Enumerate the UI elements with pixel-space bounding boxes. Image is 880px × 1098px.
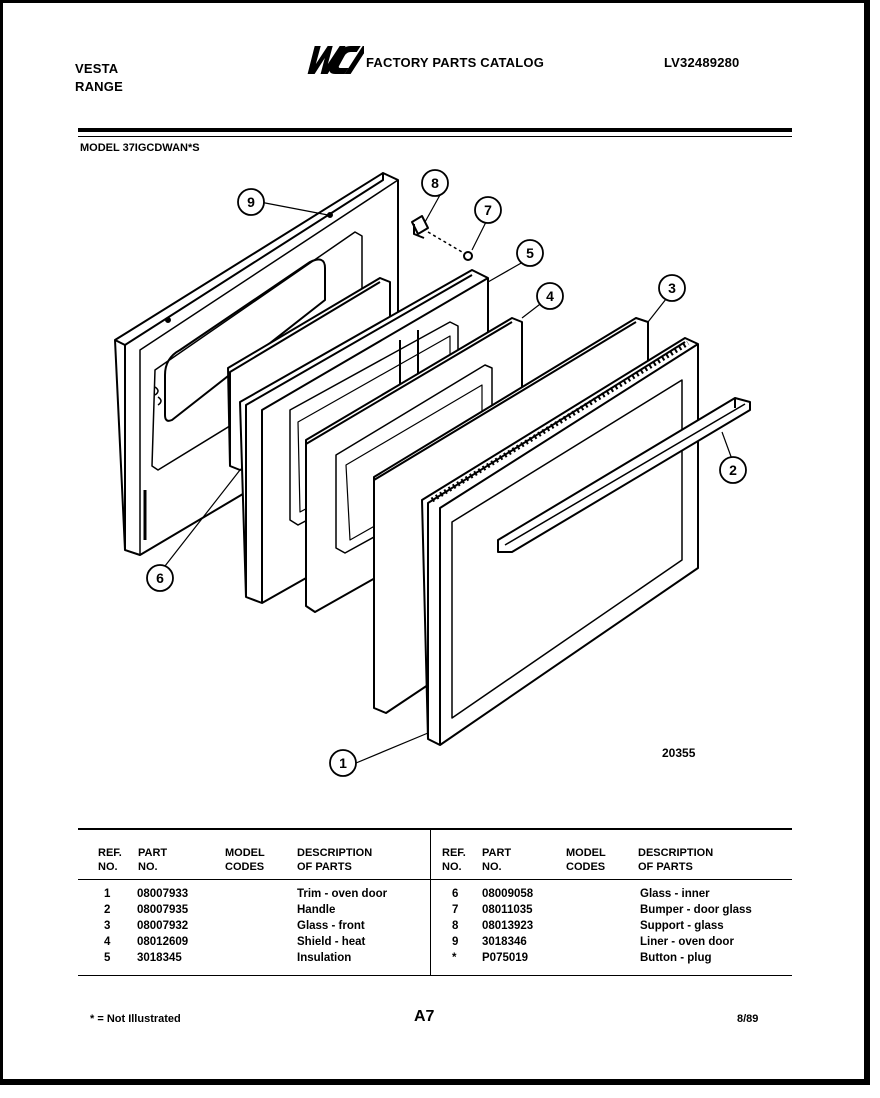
page-border-top <box>0 0 870 3</box>
callout-1: 1 <box>339 755 347 771</box>
part-cell-right: 08009058 08011035 08013923 3018346 P0750… <box>482 888 534 964</box>
callout-4: 4 <box>546 288 554 304</box>
callout-6: 6 <box>156 570 164 586</box>
table-column-divider <box>430 830 431 975</box>
callout-3: 3 <box>668 280 676 296</box>
ref-cell: 1 2 3 4 5 <box>104 888 111 964</box>
callout-1-circle <box>329 749 357 777</box>
callout-5-circle <box>516 239 544 267</box>
callout-2: 2 <box>729 462 737 478</box>
drawing-code: 20355 <box>662 746 696 760</box>
catalog-title: FACTORY PARTS CATALOG <box>366 55 545 70</box>
table-rule-bottom <box>78 975 792 976</box>
callout-9: 9 <box>247 194 255 210</box>
callout-8-circle <box>421 169 449 197</box>
page-border-left <box>0 0 3 1085</box>
part-cell: 08007933 08007935 08007932 08012609 3018… <box>137 888 189 964</box>
col-description: DESCRIPTION OF PARTS <box>297 847 373 873</box>
callout-7: 7 <box>484 202 492 218</box>
col-ref-no: REF. NO. <box>98 847 122 873</box>
callout-6-circle <box>146 564 174 592</box>
part-trim-oven-door <box>421 337 699 746</box>
part-handle <box>497 397 751 553</box>
callout-4-circle <box>536 282 564 310</box>
col-description-right: DESCRIPTION OF PARTS <box>638 847 714 873</box>
part-bumper-door-glass <box>427 231 473 261</box>
col-part-no: PART NO. <box>138 847 168 873</box>
ref-cell-right: 6 7 8 9 * <box>452 888 459 964</box>
page-number: A7 <box>414 1008 435 1025</box>
col-part-no-right: PART NO. <box>482 847 512 873</box>
wci-logo <box>307 46 364 74</box>
col-model-codes-right: MODEL CODES <box>566 847 606 873</box>
desc-cell-right: Glass - inner Bumper - door glass Suppor… <box>640 888 752 964</box>
callout-8: 8 <box>431 175 439 191</box>
not-illustrated-note: * = Not Illustrated <box>90 1013 181 1025</box>
brand-line-1: VESTA <box>75 61 119 76</box>
callout-7-circle <box>474 196 502 224</box>
brand-line-2: RANGE <box>75 79 123 94</box>
catalog-date: 8/89 <box>737 1013 759 1025</box>
part-support-glass <box>411 215 429 239</box>
header-rule-thick <box>78 128 792 132</box>
exploded-diagram: 1 2 3 4 5 8 7 9 6 <box>114 169 751 777</box>
col-model-codes: MODEL CODES <box>225 847 265 873</box>
desc-cell: Trim - oven door Handle Glass - front Sh… <box>297 888 388 964</box>
callout-9-circle <box>237 188 265 216</box>
table-rule-header <box>78 879 792 880</box>
callout-2-circle <box>719 456 747 484</box>
catalog-number: LV32489280 <box>664 55 740 70</box>
col-ref-no-right: REF. NO. <box>442 847 466 873</box>
callout-5: 5 <box>526 245 534 261</box>
model-line: MODEL 37IGCDWAN*S <box>80 142 200 154</box>
header-rule-thin <box>78 136 792 137</box>
table-rule-top <box>78 828 792 830</box>
callout-3-circle <box>658 274 686 302</box>
page-border <box>0 0 870 1085</box>
